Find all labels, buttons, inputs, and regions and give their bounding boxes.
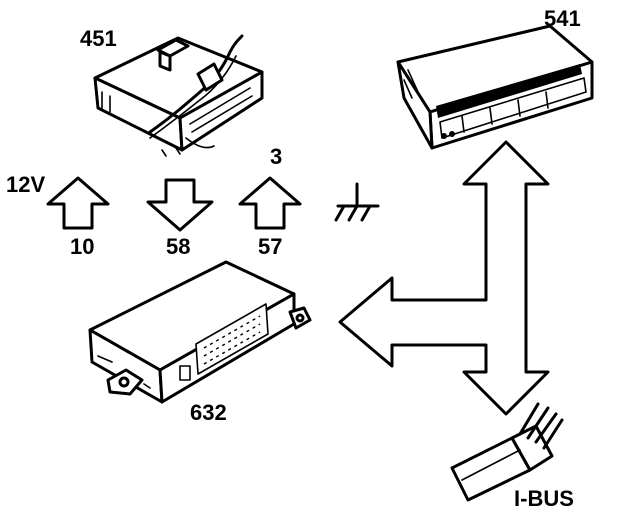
component-541-display: [396, 24, 594, 150]
component-451-module: [93, 34, 264, 157]
ground-symbol-icon: [334, 182, 380, 222]
component-451-label: 451: [80, 26, 117, 51]
signal-label-12v: 12V: [6, 172, 45, 197]
i-bus-label: I-BUS: [514, 486, 574, 511]
component-632-control-unit: [88, 260, 312, 404]
component-632-label: 632: [190, 400, 227, 425]
signal-arrow-up-10: [46, 176, 110, 230]
signal-label-58: 58: [166, 234, 190, 259]
i-bus-cable: [450, 402, 564, 502]
signal-label-3: 3: [270, 144, 282, 169]
bus-arrows: [338, 140, 550, 416]
component-541-label: 541: [544, 6, 581, 31]
signal-label-57: 57: [258, 234, 282, 259]
signal-arrow-down-58: [146, 178, 214, 232]
signal-label-10: 10: [70, 234, 94, 259]
signal-arrow-up-57: [238, 176, 302, 230]
